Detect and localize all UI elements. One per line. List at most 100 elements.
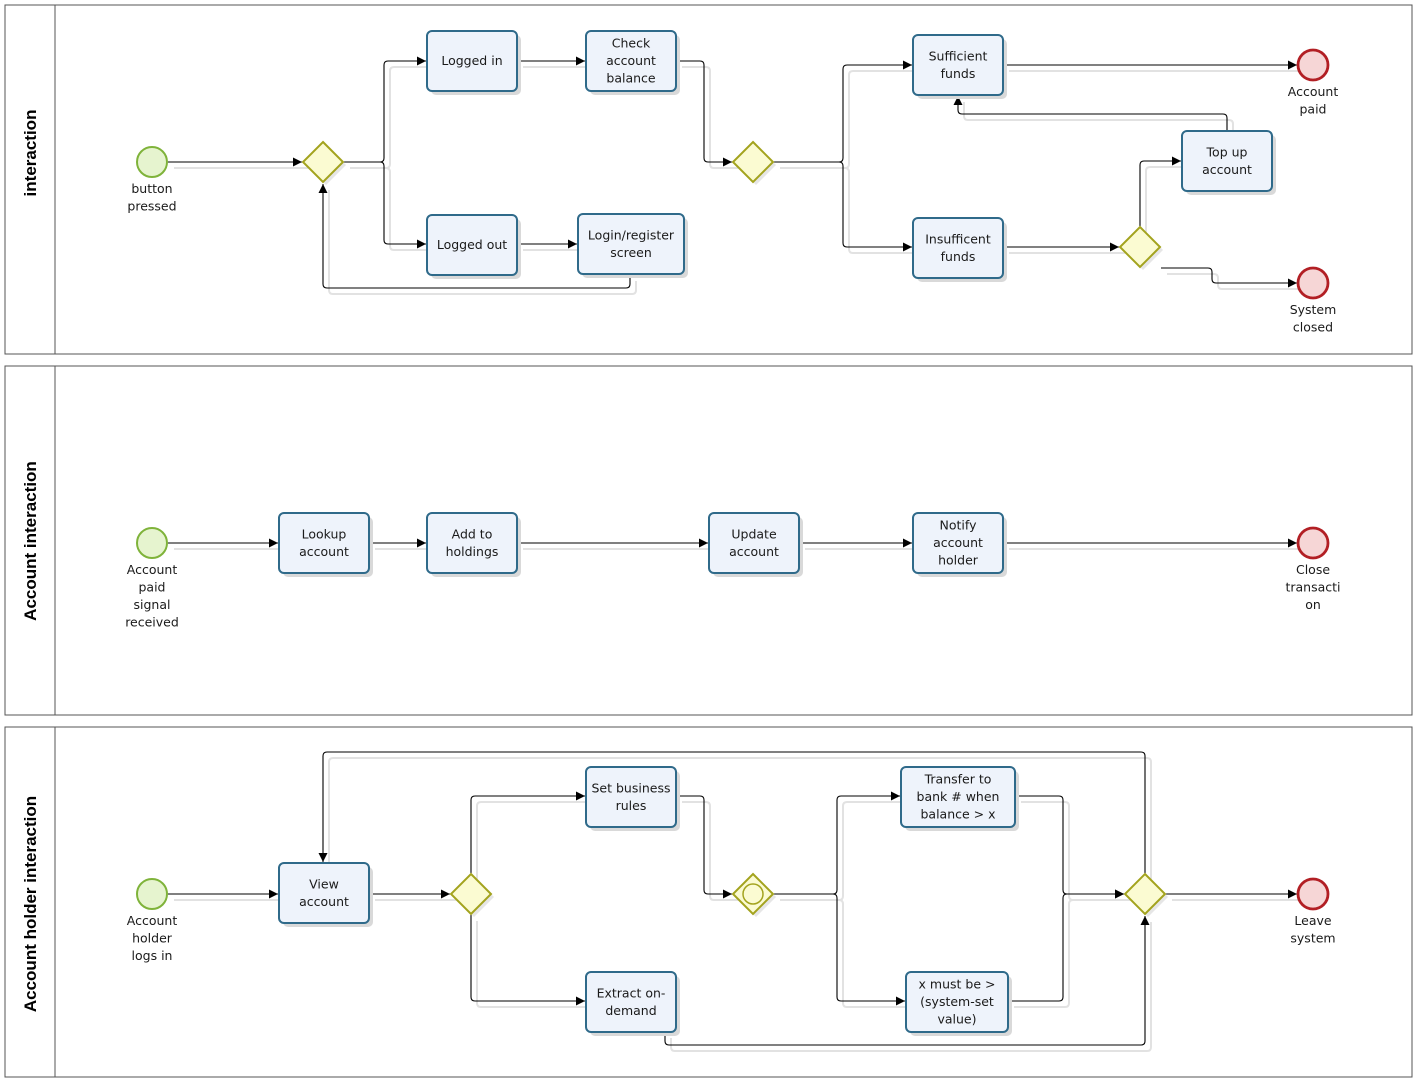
sequence-flow	[470, 791, 585, 873]
label-line: holder	[938, 553, 979, 568]
task-x-must-be-system-set-value[interactable]: x must be > (system-set value)	[905, 971, 1012, 1036]
gateway-diamond	[731, 140, 775, 184]
label-line: screen	[610, 245, 652, 260]
start-event-circle	[136, 527, 168, 559]
exclusive-gateway-g1[interactable]	[301, 140, 346, 185]
label-line: on	[1305, 597, 1321, 612]
label-line: account	[299, 894, 349, 909]
sequence-flow-shadow	[780, 167, 918, 254]
label-line: account	[606, 53, 656, 68]
label-line: Login/register	[588, 227, 675, 242]
gateway-diamond	[301, 140, 345, 184]
task-box	[912, 217, 1004, 279]
sequence-flow	[676, 795, 732, 899]
label-line: rules	[616, 798, 647, 813]
gateway-diamond	[1123, 872, 1167, 916]
start-event-circle	[136, 878, 168, 910]
sequence-flow-shadow	[780, 899, 911, 1008]
sequence-flow-shadow	[476, 921, 591, 1008]
exclusive-gateway-g3[interactable]	[1118, 225, 1163, 270]
task-box	[577, 213, 685, 275]
end-event-circle	[1296, 526, 1330, 560]
task-box	[278, 862, 370, 924]
sequence-flow-shadow	[682, 801, 738, 901]
sequence-flow-shadow	[350, 167, 432, 251]
task-box	[585, 971, 677, 1033]
label-line: paid	[1299, 102, 1326, 117]
sequence-flow-shadow	[476, 801, 591, 879]
task-logged-out[interactable]: Logged out	[426, 214, 521, 279]
lane-interaction: interaction	[4, 4, 1413, 355]
sequence-flow-shadow	[670, 922, 1152, 1052]
gateway-event-marker	[742, 883, 764, 905]
sequence-flow	[1139, 156, 1181, 226]
label-line: closed	[1293, 320, 1333, 335]
label-line: received	[125, 615, 179, 630]
label-line: Logged out	[437, 237, 507, 252]
end-event-circle	[1296, 266, 1330, 300]
label-line: funds	[941, 66, 976, 81]
label-line: Account	[127, 913, 178, 928]
sequence-flow	[344, 161, 426, 249]
sequence-flow	[774, 893, 905, 1006]
event-gateway-g5[interactable]	[731, 872, 776, 917]
label-line: account	[729, 544, 779, 559]
sequence-flow	[1008, 889, 1124, 1002]
task-box	[1181, 130, 1273, 192]
exclusive-gateway-g2[interactable]	[731, 140, 776, 185]
task-sufficient-funds[interactable]: Sufficient funds	[912, 34, 1007, 99]
label-line: Sufficient	[929, 48, 988, 63]
label-line: value)	[937, 1012, 976, 1027]
sequence-flow	[676, 60, 732, 167]
sequence-flow	[774, 161, 912, 252]
label-line: Transfer to	[924, 772, 992, 787]
label-line: account	[1202, 162, 1252, 177]
lane-title: interaction	[21, 110, 40, 197]
task-extract-on-demand[interactable]: Extract on-demand	[585, 971, 680, 1036]
sequence-flow-shadow	[963, 102, 1234, 137]
sequence-flow-shadow	[1145, 166, 1187, 232]
task-login-register-screen[interactable]: Login/register screen	[577, 213, 688, 278]
label-line: system	[1290, 931, 1335, 946]
sequence-flow	[318, 184, 631, 289]
task-top-up-account[interactable]: Top up account	[1181, 130, 1276, 195]
sequence-flow-shadow	[1167, 273, 1303, 290]
label-line: Lookup	[302, 526, 347, 541]
label-line: Close	[1296, 562, 1330, 577]
label-line: Account	[127, 562, 178, 577]
label-line: x must be >	[919, 977, 996, 992]
sequence-flow	[953, 96, 1228, 131]
label-line: (system-set	[920, 994, 994, 1009]
label-line: funds	[941, 249, 976, 264]
gateway-diamond	[1118, 225, 1162, 269]
label-line: balance > x	[920, 807, 995, 822]
exclusive-gateway-g4[interactable]	[449, 872, 494, 917]
sequence-flow-shadow	[328, 190, 637, 295]
sequence-flows	[168, 56, 1303, 1052]
label-line: Top up	[1206, 144, 1248, 159]
start-event-circle	[136, 146, 168, 178]
task-box	[426, 30, 518, 92]
exclusive-gateway-g6[interactable]	[1123, 872, 1168, 917]
label-line: logs in	[132, 948, 173, 963]
task-box	[585, 30, 677, 92]
task-logged-in[interactable]: Logged in	[426, 30, 521, 95]
lane-title: Account holder interaction	[21, 796, 40, 1012]
